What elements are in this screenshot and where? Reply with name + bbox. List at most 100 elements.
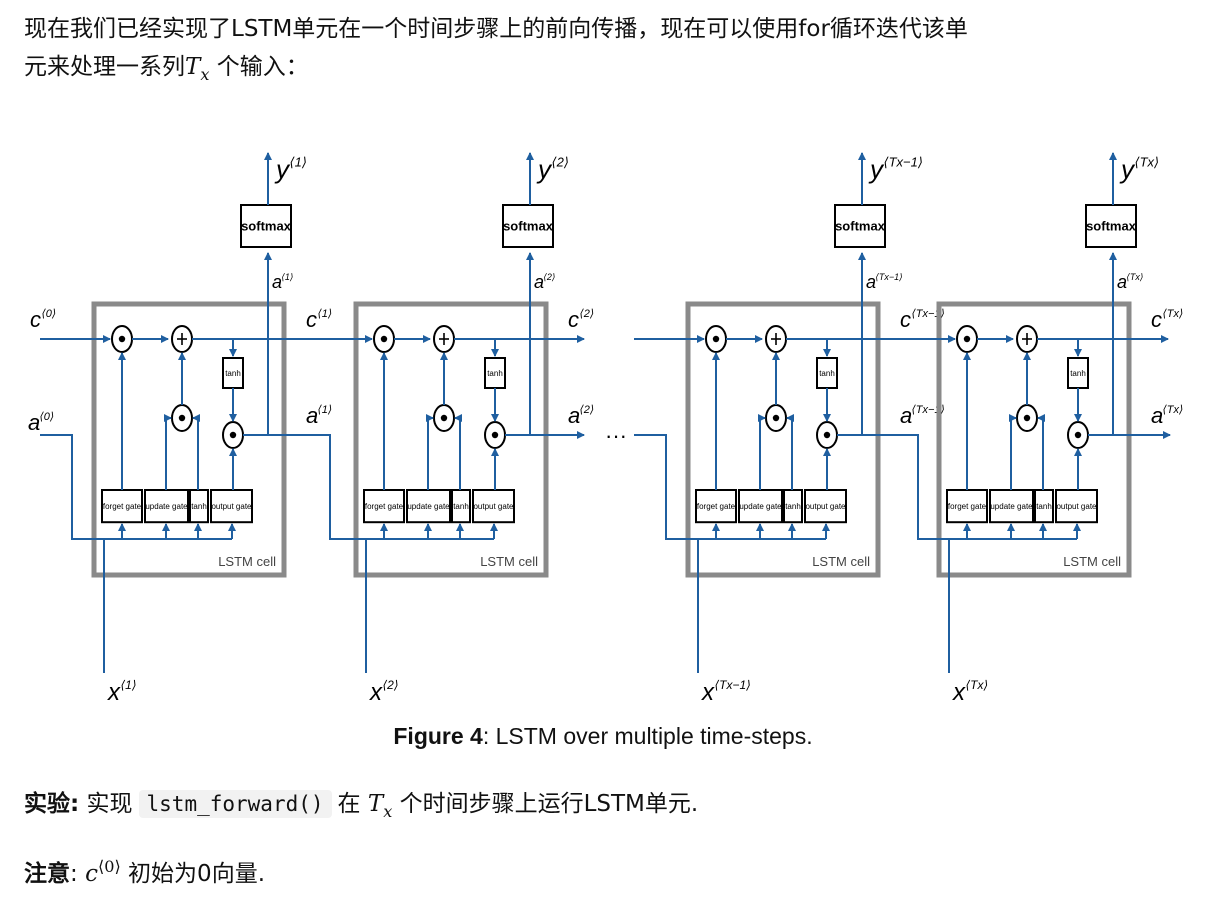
exercise-math-T: T xyxy=(367,791,384,817)
ellipsis: ··· xyxy=(605,423,627,448)
update-gate-box: update gate xyxy=(144,489,189,524)
output-multiply-op xyxy=(816,421,838,449)
c-state-label-sup: ⟨1⟩ xyxy=(317,308,332,320)
softmax-box-frame xyxy=(240,204,292,248)
softmax-box-label: softmax xyxy=(503,219,554,234)
output-gate-box-label: output gate xyxy=(473,502,514,511)
y-output-label-base: y xyxy=(1119,154,1136,184)
exercise-label: 实验: xyxy=(24,791,80,817)
a-state-label: a⟨Tx−1⟩ xyxy=(900,403,945,428)
output-gate-box: output gate xyxy=(804,489,847,524)
c-state-label: c⟨Tx−1⟩ xyxy=(900,307,945,332)
output-gate-box-label: output gate xyxy=(211,502,252,511)
update-gate-box: update gate xyxy=(989,489,1034,524)
tanh-box: tanh xyxy=(816,357,838,389)
y-output-label: y⟨Tx−1⟩ xyxy=(868,154,923,184)
lstm-cell-label: LSTM cell xyxy=(1063,554,1121,569)
math-var-T: T xyxy=(185,54,201,80)
output-gate-box: output gate xyxy=(210,489,253,524)
figure-caption-text: : LSTM over multiple time-steps. xyxy=(482,723,813,749)
y-output-label-base: y xyxy=(274,154,291,184)
forget-gate-box-label: forget gate xyxy=(365,502,404,511)
a-state-label-base: a xyxy=(306,403,318,428)
x-input-label-sup: ⟨Tx⟩ xyxy=(965,678,988,692)
softmax-box-label: softmax xyxy=(241,219,292,234)
y-output-label: y⟨Tx⟩ xyxy=(1119,154,1159,184)
output-gate-box-frame xyxy=(804,489,847,524)
x-input-label-sup: ⟨2⟩ xyxy=(382,678,398,692)
forget-gate-box-label: forget gate xyxy=(103,502,142,511)
hidden-to-softmax xyxy=(243,252,272,436)
output-multiply-op xyxy=(484,421,506,449)
output-gate-box-label: output gate xyxy=(1056,502,1097,511)
output-gate-box-frame xyxy=(472,489,515,524)
forget-gate-box: forget gate xyxy=(101,489,143,524)
a-output-label-base: a xyxy=(866,272,876,292)
math-sub-x: x xyxy=(200,64,210,84)
tanh-gate-box: tanh xyxy=(451,489,471,524)
tanh-gate-box-label: tanh xyxy=(1036,502,1052,511)
a-output-label: a⟨Tx⟩ xyxy=(1117,272,1143,292)
tanh-box-label: tanh xyxy=(225,369,241,378)
a-output-label-sup: ⟨2⟩ xyxy=(543,272,555,282)
update-gate-box: update gate xyxy=(406,489,451,524)
a-line-1-2 xyxy=(243,434,366,540)
note-math-c: c xyxy=(85,861,98,887)
output-multiply-op-dot xyxy=(823,431,831,439)
c0-label: c⟨0⟩ xyxy=(30,307,56,332)
tanh-box-label: tanh xyxy=(1070,369,1086,378)
a0-label-sup: ⟨0⟩ xyxy=(39,411,54,423)
note-line: 注意: c⟨0⟩ 初始为0向量. xyxy=(24,856,265,894)
tanh-gate-box: tanh xyxy=(1034,489,1054,524)
tanh-gate-box-label: tanh xyxy=(785,502,801,511)
y-output-label-sup: ⟨2⟩ xyxy=(552,154,569,169)
exercise-mid: 在 xyxy=(337,791,361,817)
hidden-to-softmax xyxy=(837,252,866,436)
lstm-cell-frame xyxy=(685,301,881,578)
update-multiply-op xyxy=(765,404,787,432)
code-lstm-forward: lstm_forward() xyxy=(138,790,332,818)
a-output-label-sup: ⟨Tx⟩ xyxy=(1126,272,1143,282)
a-state-label: a⟨Tx⟩ xyxy=(1151,403,1183,428)
hidden-to-softmax xyxy=(1088,252,1117,436)
forget-multiply-op xyxy=(956,325,978,353)
update-multiply-op xyxy=(1016,404,1038,432)
x-input-label-base: x xyxy=(701,679,715,706)
update-gate-box-label: update gate xyxy=(407,502,450,511)
lstm-cell-frame xyxy=(353,301,549,578)
softmax-box-label: softmax xyxy=(1086,219,1137,234)
update-to-mult xyxy=(758,414,766,490)
lstm-cell-frame xyxy=(936,301,1132,578)
forget-gate-box-label: forget gate xyxy=(948,502,987,511)
tanh-gate-box-label: tanh xyxy=(191,502,207,511)
c-state-label-sup: ⟨Tx−1⟩ xyxy=(911,308,944,320)
update-multiply-op xyxy=(171,404,193,432)
a-output-label: a⟨1⟩ xyxy=(272,272,293,292)
update-gate-box: update gate xyxy=(738,489,783,524)
y-output-label-base: y xyxy=(536,154,553,184)
a-state-label-sup: ⟨2⟩ xyxy=(579,404,594,416)
x-input-label: x⟨Tx−1⟩ xyxy=(701,678,751,706)
y-output-label: y⟨2⟩ xyxy=(536,154,569,184)
softmax-box-frame xyxy=(502,204,554,248)
tanh-box: tanh xyxy=(1067,357,1089,389)
a-state-label-sup: ⟨Tx−1⟩ xyxy=(911,404,944,416)
update-multiply-op-dot xyxy=(440,414,448,422)
intro-line-2: 元来处理一系列Tx 个输入： xyxy=(24,48,1189,88)
forget-multiply-op xyxy=(705,325,727,353)
forget-multiply-op-dot xyxy=(963,335,971,343)
c-state-label: c⟨1⟩ xyxy=(306,307,332,332)
intro-paragraph: 现在我们已经实现了LSTM单元在一个时间步骤上的前向传播，现在可以使用for循环… xyxy=(24,10,1189,88)
cell-add-op xyxy=(765,325,787,353)
x-input-label-base: x xyxy=(369,679,383,706)
update-to-mult xyxy=(426,414,434,490)
a-state-label-base: a xyxy=(568,403,580,428)
output-multiply-op-dot xyxy=(1074,431,1082,439)
x-input-label: x⟨Tx⟩ xyxy=(952,678,988,706)
